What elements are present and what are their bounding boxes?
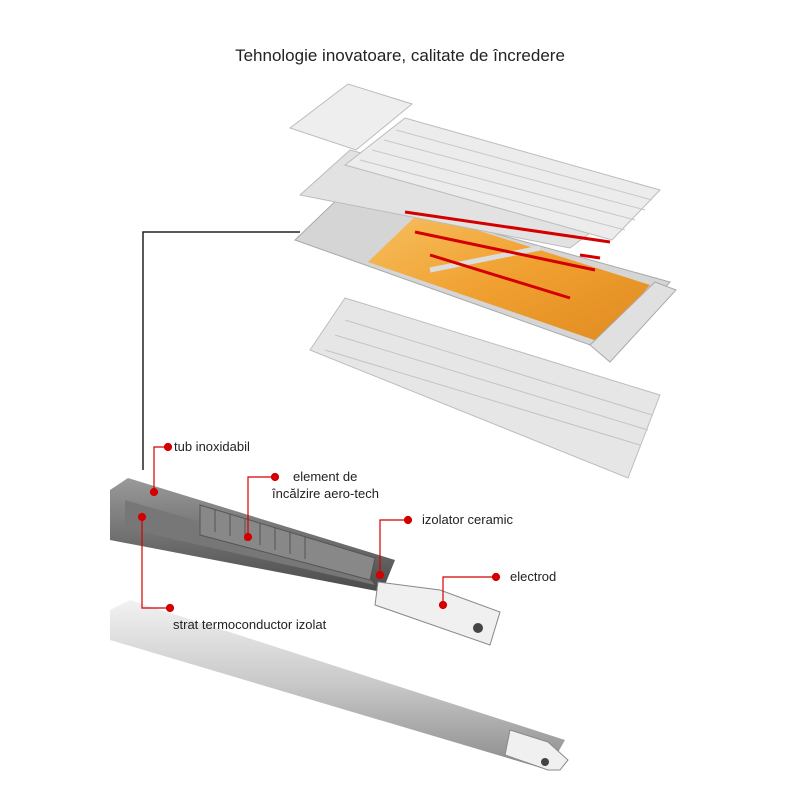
exploded-heater: [288, 83, 677, 479]
label-electrode: electrod: [510, 569, 557, 584]
top-grill: [343, 117, 661, 241]
label-layer: strat termoconductor izolat: [173, 617, 327, 632]
electrode-strip: [374, 581, 501, 646]
heat-lines: [404, 210, 611, 300]
small-plate: [288, 83, 414, 151]
lower-tube: [110, 600, 569, 771]
label-element-line1: element de: [293, 469, 358, 484]
heating-core: [368, 212, 650, 342]
cutaway-tube: [110, 478, 501, 646]
label-element-line2: încălzire aero-tech: [272, 486, 379, 501]
bottom-housing: [309, 297, 661, 479]
label-insulator: izolator ceramic: [422, 512, 514, 527]
page-title: Tehnologie inovatoare, calitate de încre…: [235, 46, 565, 65]
label-tube: tub inoxidabil: [174, 439, 250, 454]
connector-line: [142, 231, 300, 470]
heating-coil: [199, 504, 376, 581]
callout-leaders: [137, 442, 501, 613]
end-cap: [589, 281, 677, 363]
